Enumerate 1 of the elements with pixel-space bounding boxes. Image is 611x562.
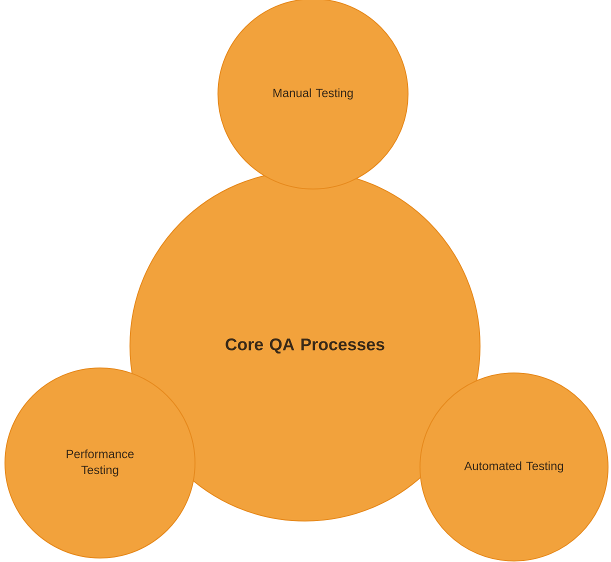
node-label: Manual Testing (273, 88, 353, 100)
